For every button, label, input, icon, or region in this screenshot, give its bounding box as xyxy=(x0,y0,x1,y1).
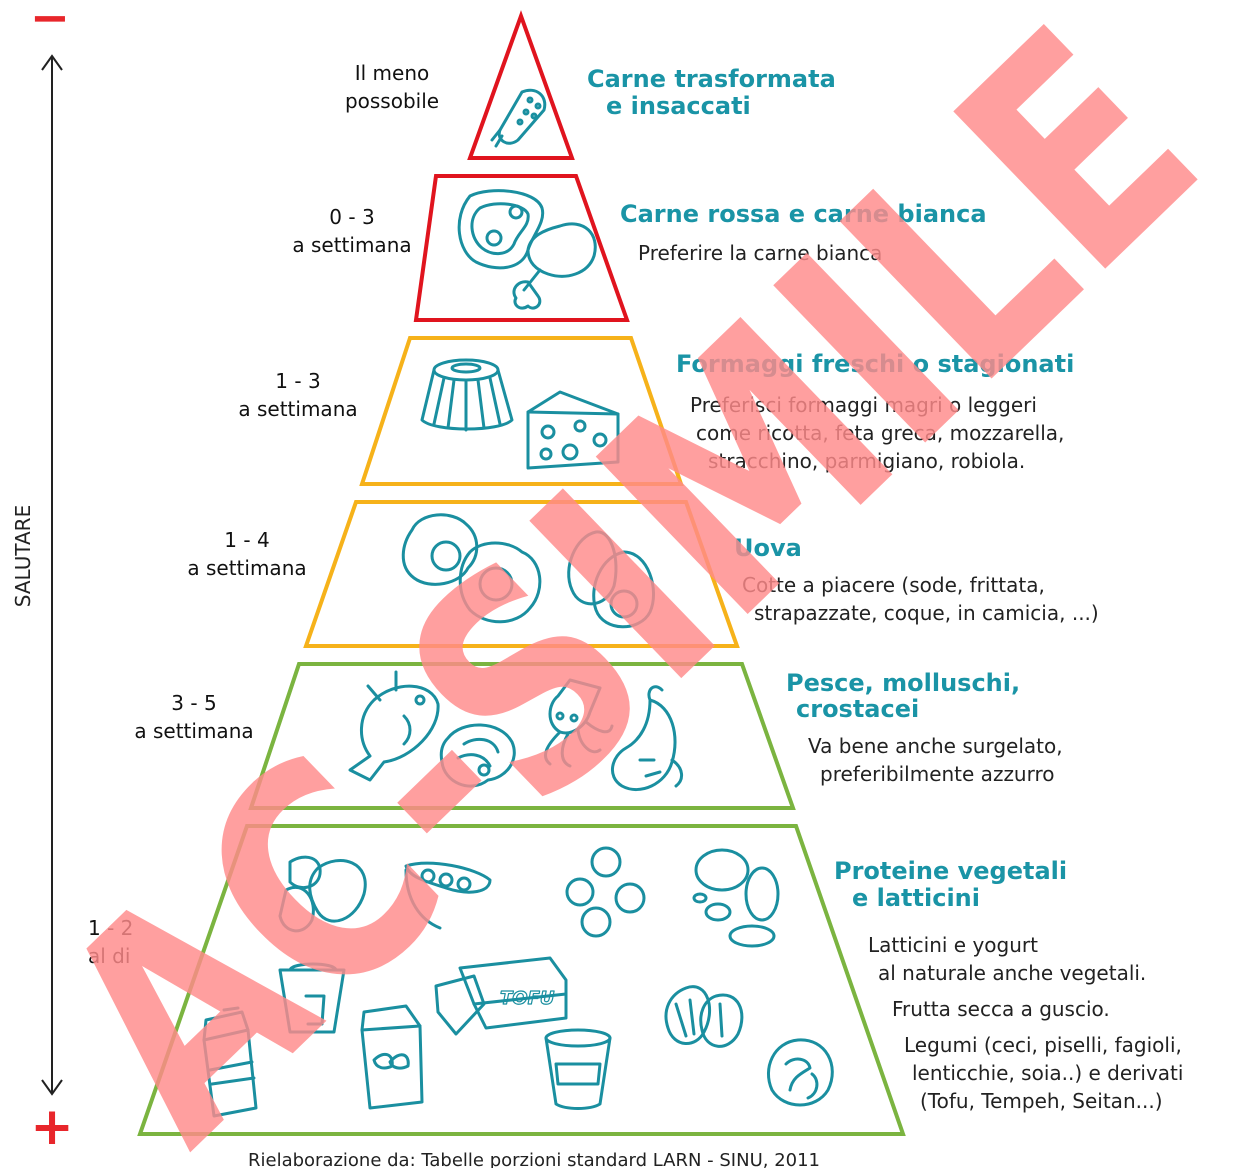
tier-titles: Carne trasformata e insaccati Carne ross… xyxy=(587,65,1074,912)
tier-6-desc-line-6: (Tofu, Tempeh, Seitan...) xyxy=(920,1089,1163,1113)
tier-4-title-line-1: Uova xyxy=(734,534,802,562)
tier-6-desc-line-3: Frutta secca a guscio. xyxy=(892,997,1110,1021)
tier-4-icons xyxy=(401,513,655,629)
tier-5-border xyxy=(248,662,796,810)
tier-6-title-line-2: e latticini xyxy=(852,884,980,912)
tier-3-desc-line-3: stracchino, parmigiano, robiola. xyxy=(708,449,1025,473)
tier-2-border xyxy=(413,174,630,322)
svg-text:TOFU: TOFU xyxy=(500,988,555,1009)
tier-2-freq-line-1: 0 - 3 xyxy=(329,205,374,229)
tier-6-desc-line-5: lenticchie, soia..) e derivati xyxy=(912,1061,1183,1085)
scale-arrow-up-head xyxy=(41,54,63,71)
tier-5-title-line-1: Pesce, molluschi, xyxy=(786,669,1020,697)
plant-milk-icon xyxy=(360,1004,424,1110)
tier-3-freq-line-2: a settimana xyxy=(238,397,357,421)
tofu-icon: TOFU xyxy=(434,956,568,1036)
tier-2-icons xyxy=(457,189,597,310)
tier-5-freq-line-2: a settimana xyxy=(134,719,253,743)
scale-arrow-down-head xyxy=(41,1079,63,1096)
tier-6-freq-line-1: 1 - 2 xyxy=(88,916,133,940)
tier-2-title-line-1: Carne rossa e carne bianca xyxy=(620,200,987,228)
tier-3-title-line-1: Formaggi freschi o stagionati xyxy=(676,350,1074,378)
scale-minus-symbol: − xyxy=(30,0,70,46)
pyramid-tier-borders xyxy=(137,10,906,1136)
milk-carton-icon xyxy=(202,1006,258,1118)
tier-4-border xyxy=(303,500,740,648)
tier-6-icons: TOFU xyxy=(202,846,834,1118)
tier-3-icons xyxy=(420,358,620,470)
tier-1-freq-line-2: possobile xyxy=(345,89,439,113)
tier-2-freq-line-2: a settimana xyxy=(292,233,411,257)
walnut-icon xyxy=(766,1038,834,1107)
yogurt-cup-icon xyxy=(544,1028,612,1110)
almond-icon xyxy=(664,985,744,1048)
beans-icon xyxy=(278,855,367,933)
squid-icon xyxy=(544,678,614,768)
chicken-leg-icon xyxy=(512,222,597,310)
tier-2-desc-line-1: Preferire la carne bianca xyxy=(638,241,882,265)
pea-pod-icon xyxy=(404,861,492,930)
tier-5-desc-line-2: preferibilmente azzurro xyxy=(820,762,1055,786)
healthiness-scale: − + SALUTARE xyxy=(11,0,74,1157)
tier-descriptions: Preferire la carne bianca Preferisci for… xyxy=(638,241,1183,1113)
tier-5-title-line-2: crostacei xyxy=(796,695,919,723)
scale-label-salutare: SALUTARE xyxy=(11,505,35,607)
tier-5-freq-line-1: 3 - 5 xyxy=(171,691,216,715)
tier-6-desc-line-2: al naturale anche vegetali. xyxy=(878,961,1146,985)
tier-6-title-line-1: Proteine vegetali xyxy=(834,857,1067,885)
tier-1-border xyxy=(467,10,575,160)
tier-1-icons xyxy=(490,88,547,148)
chickpeas-icon xyxy=(565,846,646,938)
scale-plus-symbol: + xyxy=(30,1097,74,1157)
salmon-steak-icon xyxy=(439,723,516,788)
tier-5-desc-line-1: Va bene anche surgelato, xyxy=(808,734,1063,758)
tier-3-border xyxy=(359,336,684,486)
tier-6-desc-line-4: Legumi (ceci, piselli, fagioli, xyxy=(904,1033,1182,1057)
tier-3-desc-line-1: Preferisci formaggi magri o leggeri xyxy=(690,393,1037,417)
tier-4-desc-line-2: strapazzate, coque, in camicia, ...) xyxy=(754,601,1099,625)
ricotta-icon xyxy=(420,358,514,432)
tier-4-desc-line-1: Cotte a piacere (sode, frittata, xyxy=(742,573,1045,597)
fried-eggs-icon xyxy=(401,513,542,624)
source-note: Rielaborazione da: Tabelle porzioni stan… xyxy=(248,1150,820,1168)
tier-3-desc-line-2: come ricotta, feta greca, mozzarella, xyxy=(696,421,1064,445)
frequency-labels: Il meno possobile 0 - 3 a settimana 1 - … xyxy=(88,61,439,968)
lentils-icon xyxy=(692,848,780,948)
tier-1-title-line-2: e insaccati xyxy=(606,92,751,120)
tier-6-freq-line-2: al di xyxy=(88,944,130,968)
salami-icon xyxy=(490,88,547,148)
tier-6-border xyxy=(137,824,906,1136)
glass-icon xyxy=(278,962,346,1034)
cheese-wedge-icon xyxy=(526,390,620,470)
fish-icon xyxy=(348,670,440,782)
tier-5-icons xyxy=(348,670,683,792)
tier-6-desc-line-1: Latticini e yogurt xyxy=(868,933,1038,957)
tier-1-title-line-1: Carne trasformata xyxy=(587,65,836,93)
tier-3-freq-line-1: 1 - 3 xyxy=(275,369,320,393)
shrimp-icon xyxy=(611,685,683,792)
tier-4-freq-line-2: a settimana xyxy=(187,556,306,580)
tier-1-freq-line-1: Il meno xyxy=(355,61,430,85)
boiled-egg-icon xyxy=(567,530,655,629)
tier-4-freq-line-1: 1 - 4 xyxy=(224,528,269,552)
